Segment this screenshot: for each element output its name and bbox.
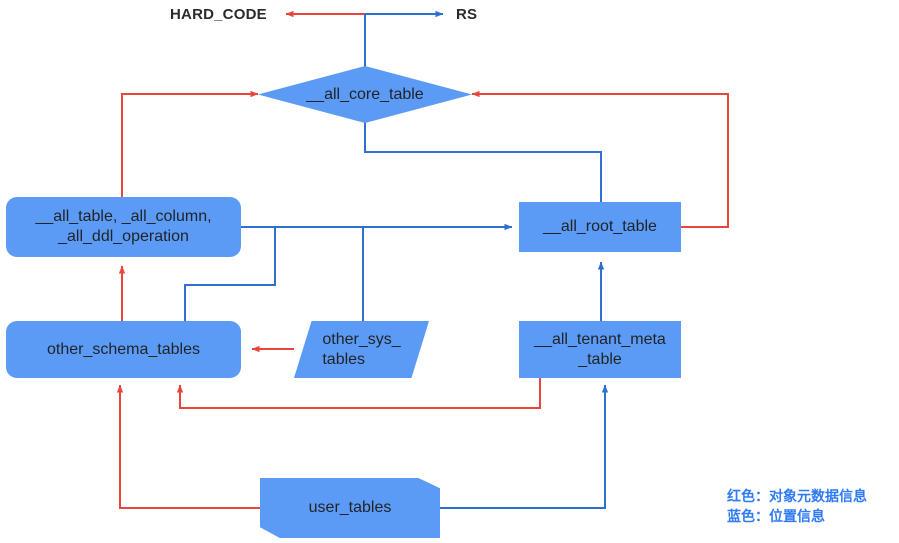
legend-location-line: 蓝色：位置信息 <box>727 508 825 525</box>
endpoint-label-rs: RS <box>456 6 478 23</box>
node-all-tenant-meta-table-label: __all_tenant_meta _table <box>534 330 666 368</box>
edge-otherschema-to-alltable <box>184 228 276 322</box>
card-shape <box>260 478 440 538</box>
node-other-sys-tables[interactable]: other_sys_ tables <box>294 321 429 378</box>
edge-roottable-to-coretable <box>471 90 729 228</box>
node-all-root-table[interactable]: __all_root_table <box>519 202 681 252</box>
node-all-root-table-label: __all_root_table <box>543 218 657 236</box>
node-user-tables-label: user_tables <box>308 499 392 516</box>
node-all-core-table-label: __all_core_table <box>306 85 424 103</box>
edge-usertables-to-tenantmeta <box>440 384 609 509</box>
edge-usertables-to-otherschema <box>116 384 260 509</box>
node-other-schema-tables-label: other_schema_tables <box>47 340 200 358</box>
node-all-tenant-meta-table[interactable]: __all_tenant_meta _table <box>519 321 681 378</box>
node-all-table-column-ddl[interactable]: __all_table, _all_column, _all_ddl_opera… <box>6 197 241 257</box>
node-user-tables[interactable]: user_tables <box>260 478 440 538</box>
edge-tenantmeta-to-otherschema <box>176 378 541 409</box>
edge-alltable-to-coretable <box>121 90 259 198</box>
endpoint-label-hard-code: HARD_CODE <box>170 6 267 23</box>
legend-metadata-line: 红色：对象元数据信息 <box>727 488 867 504</box>
parallelogram-shape <box>294 321 429 378</box>
legend: 红色：对象元数据信息 蓝色：位置信息 <box>727 486 867 527</box>
node-all-table-column-ddl-label: __all_table, _all_column, _all_ddl_opera… <box>35 208 212 245</box>
node-other-sys-tables-label: other_sys_ tables <box>322 330 401 368</box>
edge-coretable-to-roottable <box>364 122 602 202</box>
node-other-schema-tables[interactable]: other_schema_tables <box>6 321 241 378</box>
node-all-core-table[interactable]: __all_core_table <box>258 66 472 123</box>
